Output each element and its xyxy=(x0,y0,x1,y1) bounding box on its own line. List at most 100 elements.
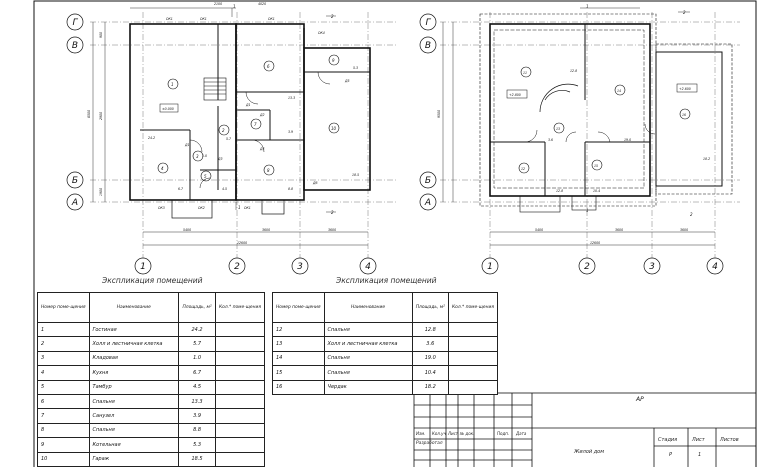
cell-name: Спальня xyxy=(323,321,413,338)
plan2-room-12-area: 12.8 xyxy=(556,189,563,193)
plan1-room-5-area: 4.5 xyxy=(222,187,227,191)
plan1-opening-ok1-c: ОК1 xyxy=(268,17,275,21)
cell-area: 24.2 xyxy=(178,321,217,338)
axis-4-left: 4 xyxy=(365,262,371,272)
plan2-level-a: +2.800 xyxy=(509,93,521,97)
title-block-stage-label: Стадия xyxy=(658,437,678,443)
cell-number: 3 xyxy=(37,350,90,367)
cell-area: 6.7 xyxy=(178,365,217,381)
col-header-number: Номер поме-щения xyxy=(272,292,325,323)
cell-name: Котельная xyxy=(88,437,180,453)
plan1-dim-bot-c: 3600 xyxy=(328,228,336,232)
title-block-col-list: Лист xyxy=(448,431,459,436)
axis-2-right: 2 xyxy=(584,262,590,272)
plan1-section-1-bot: 1 xyxy=(238,205,241,210)
explication-right-title: Экспликация помещений xyxy=(336,276,437,285)
explication-right-table: Номер поме-щения Наименование Площадь, м… xyxy=(272,292,498,395)
title-block-object: Жилой дом xyxy=(574,449,605,455)
cell-area: 10.4 xyxy=(411,365,450,381)
axis-1-left: 1 xyxy=(140,262,146,272)
plan1-room-7-num: 7 xyxy=(254,122,257,127)
axis-a-right: А xyxy=(424,198,431,208)
plan2-room-14-num: 14 xyxy=(617,89,621,93)
plan1-room-8-area: 8.8 xyxy=(288,187,293,191)
axis-b-left: Б xyxy=(72,176,78,186)
plan1-room-2-num: 2 xyxy=(222,128,225,133)
cell-name: Холл и лестничная клетка xyxy=(88,336,180,352)
plan1-opening-ok1-b: ОК1 xyxy=(200,17,207,21)
cell-number: 5 xyxy=(37,379,90,395)
cell-area: 5.7 xyxy=(178,336,217,352)
plan2-room-13-num: 13 xyxy=(556,127,560,131)
cell-name: Гостиная xyxy=(88,321,180,338)
col-header-count: Кол.* поме-щения xyxy=(215,292,265,323)
cell-name: Холл и лестничная клетка xyxy=(323,336,413,352)
col-header-number: Номер поме-щения xyxy=(37,292,90,323)
plan1-room-9-area: 5.3 xyxy=(353,66,358,70)
cell-name: Гараж xyxy=(88,451,180,467)
ground-floor-plan xyxy=(90,12,398,258)
title-block-stage: Р xyxy=(669,452,673,458)
cell-name: Тамбур xyxy=(88,379,180,395)
title-block-col-kolu: Кол.уч xyxy=(432,431,446,436)
cell-number: 12 xyxy=(272,321,325,338)
plan1-opening-ok1-a: ОК1 xyxy=(166,17,173,21)
cell-name: Санузел xyxy=(88,408,180,424)
plan1-section-2-top: 2 xyxy=(331,14,334,19)
cell-count xyxy=(448,379,498,395)
table-header-row: Номер поме-щения Наименование Площадь, м… xyxy=(272,292,498,323)
plan2-level-b: +2.600 xyxy=(679,87,691,91)
cell-area: 3.9 xyxy=(178,408,217,424)
col-header-count: Кол.* поме-щения xyxy=(448,292,498,323)
axis-4-right: 4 xyxy=(712,262,718,272)
plan1-dim-left-total: 8500 xyxy=(87,110,91,118)
plan2-dim-bot-a: 5400 xyxy=(535,228,543,232)
cell-number: 6 xyxy=(37,393,90,410)
plan1-opening-ok1-d: ОК1 xyxy=(244,206,251,210)
cell-name: Спальня xyxy=(88,393,180,410)
plan2-room-13-area: 3.6 xyxy=(548,138,553,142)
plan1-door-d4: Д4 xyxy=(259,147,265,151)
cell-name: Спальня xyxy=(323,350,413,367)
cell-area: 8.8 xyxy=(178,422,217,439)
plan1-opening-ok3: ОК3 xyxy=(158,206,165,210)
plan2-dim-bot-b: 3600 xyxy=(615,228,623,232)
cell-number: 2 xyxy=(37,336,90,352)
title-block-frame xyxy=(413,392,757,467)
plan1-room-6-num: 6 xyxy=(267,64,270,69)
axis-1-right: 1 xyxy=(487,262,493,272)
plan2-section-1-top: 1 xyxy=(586,4,589,9)
plan2-room-16-num: 16 xyxy=(682,113,686,117)
cell-count xyxy=(215,393,265,410)
plan2-room-12-num: 12 xyxy=(521,167,525,171)
plan1-door-d1-a: Д1 xyxy=(245,103,251,107)
title-block-col-podp: Подп. xyxy=(497,431,510,436)
plan2-dim-left-total: 9500 xyxy=(437,110,441,118)
plan1-dim-bot-b: 3600 xyxy=(262,228,270,232)
explication-left-title: Экспликация помещений xyxy=(102,276,203,285)
axis-b-right: Б xyxy=(425,176,431,186)
cell-number: 16 xyxy=(272,379,325,395)
cell-number: 4 xyxy=(37,365,90,381)
cell-area: 18.2 xyxy=(411,379,450,395)
plan1-door-d5: Д5 xyxy=(344,79,350,83)
cell-count xyxy=(215,365,265,381)
title-block-sheet: 1 xyxy=(698,452,702,458)
plan2-section-2-top: 2 xyxy=(683,10,686,15)
col-header-area: Площадь, м² xyxy=(411,292,450,323)
cell-count xyxy=(215,350,265,367)
plan2-room-14-area: 19.0 xyxy=(624,138,631,142)
title-block-sheets-label: Листов xyxy=(720,437,739,443)
axis-3-right: 3 xyxy=(649,262,655,272)
col-header-area: Площадь, м² xyxy=(178,292,217,323)
